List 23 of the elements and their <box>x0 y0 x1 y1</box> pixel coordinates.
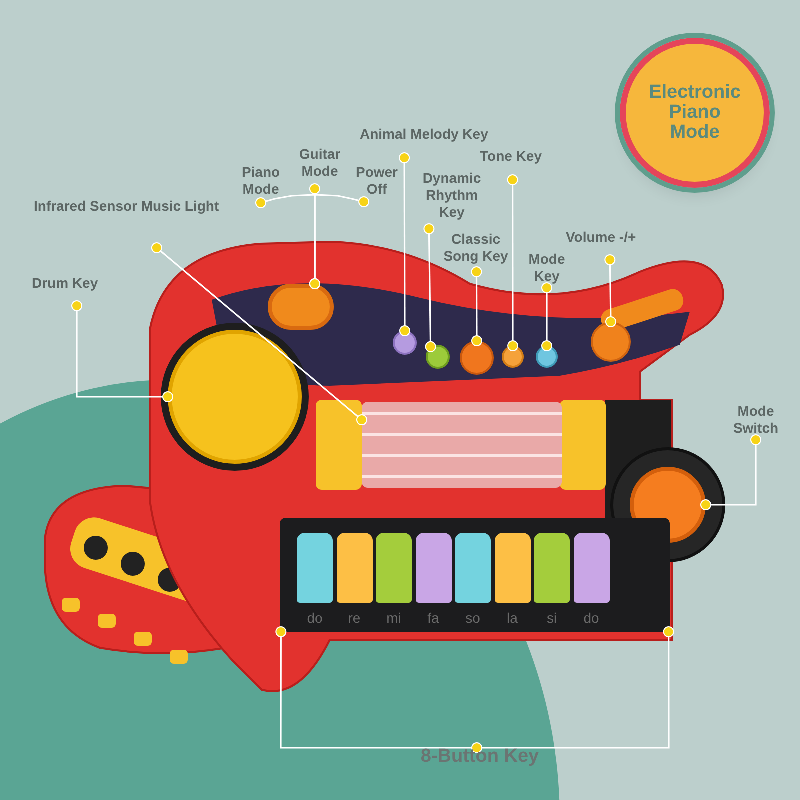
callout-label: Power Off <box>354 164 399 198</box>
note-label: mi <box>386 609 402 628</box>
string-panel <box>362 402 562 488</box>
callout-label: Volume -/+ <box>566 229 636 246</box>
badge-text: Electronic Piano Mode <box>648 83 742 143</box>
callout-label: Animal Melody Key <box>360 126 488 143</box>
callout-label: Mode Key <box>528 251 566 285</box>
note-label: do <box>306 609 324 628</box>
note-label: si <box>546 609 558 628</box>
note-label: so <box>464 609 482 628</box>
callout-label: Guitar Mode <box>298 146 342 180</box>
note-label: do <box>582 609 600 628</box>
callout-label: Piano Mode <box>240 164 282 198</box>
keyboard-panel <box>280 518 670 632</box>
callout-label: Tone Key <box>480 148 542 165</box>
note-label: fa <box>426 609 440 628</box>
callout-label: Drum Key <box>32 275 98 292</box>
note-label: la <box>506 609 519 628</box>
note-label: re <box>347 609 362 628</box>
callout-label: Mode Switch <box>732 403 780 437</box>
callout-label: Dynamic Rhythm Key <box>422 170 482 221</box>
callout-label: Infrared Sensor Music Light <box>34 198 220 215</box>
callout-label: Classic Song Key <box>442 231 510 265</box>
